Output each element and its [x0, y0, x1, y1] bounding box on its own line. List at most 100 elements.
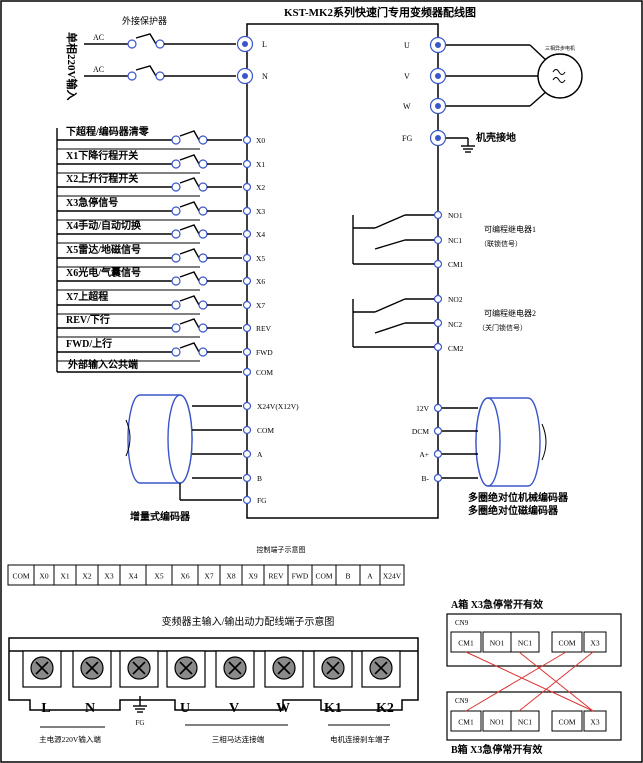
- input-label-fwd: FWD/上行: [66, 337, 112, 350]
- power-terminal-screw-5[interactable]: [264, 650, 304, 688]
- power-terminal-W-label: W: [276, 701, 290, 716]
- relay-2-nc-label: NC2: [448, 320, 462, 329]
- power-terminal-screw-4[interactable]: [215, 650, 255, 688]
- terminal-x3[interactable]: [242, 206, 252, 216]
- terminal-12V[interactable]: [433, 403, 443, 413]
- incremental-encoder-label: 增量式编码器: [130, 510, 191, 523]
- x3-cell-label: X3: [590, 639, 599, 648]
- terminal-fwd[interactable]: [242, 347, 252, 357]
- relay-2-no-label: NO2: [448, 295, 463, 304]
- terminal-CM2[interactable]: [433, 342, 443, 352]
- control-cell-12: FWD: [287, 564, 313, 586]
- terminal-L[interactable]: [236, 35, 254, 53]
- control-cell-16: X24V: [379, 564, 405, 586]
- power-terminal-screw-3[interactable]: [166, 650, 206, 688]
- power-terminal-screw-6[interactable]: [313, 650, 353, 688]
- power-terminal-strip: L N FG U V W K1 K2 主电源220V输入端 三相马达连接端 电机…: [8, 637, 419, 744]
- power-terminal-screw-0[interactable]: [22, 650, 62, 688]
- switch-contact: [198, 206, 208, 216]
- control-cell-label: X3: [104, 572, 113, 581]
- input-row-x7: X7上超程 X7: [57, 290, 265, 315]
- terminal-W-label: W: [403, 102, 411, 111]
- input-label-x6: X6光电/气囊信号: [66, 266, 141, 279]
- power-terminal-screw-1[interactable]: [72, 650, 112, 688]
- terminal-x0[interactable]: [242, 135, 252, 145]
- terminal-W[interactable]: [429, 97, 447, 115]
- terminal-NC1[interactable]: [433, 235, 443, 245]
- power-terminal-screw-2[interactable]: [119, 650, 159, 688]
- terminal-x5[interactable]: [242, 253, 252, 263]
- switch-contact: [171, 276, 181, 286]
- x3-cell-x3: X3: [583, 631, 607, 653]
- terminal-x7[interactable]: [242, 300, 252, 310]
- power-terminal-N-label: N: [85, 701, 95, 716]
- terminal-COM[interactable]: [242, 367, 252, 377]
- terminal-encoder-COM[interactable]: [242, 425, 252, 435]
- input-label-x7: X7上超程: [66, 290, 108, 303]
- x3-cell-no1: NO1: [482, 710, 512, 732]
- terminal-B-minus[interactable]: [433, 473, 443, 483]
- x3-cell-com: COM: [551, 631, 583, 653]
- terminal-encoder-FG[interactable]: [242, 495, 252, 505]
- terminal-B[interactable]: [242, 473, 252, 483]
- control-cell-label: B: [345, 572, 350, 581]
- x3-cell-label: NC1: [518, 718, 532, 727]
- relay-2: NO2 NC2 CM2 可编程继电器2 （关门锁信号）: [352, 294, 536, 353]
- x3-box-a-title: A箱 X3急停常开有效: [451, 598, 544, 611]
- power-terminal-screw-7[interactable]: [361, 650, 401, 688]
- terminal-label-x5: X5: [256, 254, 265, 263]
- terminal-rev[interactable]: [242, 323, 252, 333]
- terminal-NO2[interactable]: [433, 294, 443, 304]
- terminal-A[interactable]: [242, 449, 252, 459]
- x3-cell-nc1: NC1: [510, 710, 540, 732]
- x3-cell-x3: X3: [583, 710, 607, 732]
- abs-terminal-1-label: 12V: [416, 404, 430, 413]
- control-cell-label: X0: [39, 572, 48, 581]
- enc-terminal-4-label: B: [257, 474, 262, 483]
- terminal-X24V[interactable]: [242, 401, 252, 411]
- switch-contact: [198, 135, 208, 145]
- terminal-x4[interactable]: [242, 229, 252, 239]
- terminal-U-label: U: [404, 41, 410, 50]
- terminal-N[interactable]: [236, 67, 254, 85]
- input-label-x4: X4手动/自动切换: [66, 219, 142, 232]
- terminal-NO1[interactable]: [433, 210, 443, 220]
- relay-2-label: 可编程继电器2: [484, 308, 536, 318]
- switch-blade: [179, 154, 200, 165]
- x3-cell-no1: NO1: [482, 631, 512, 653]
- input-common: 外部输入公共端 COM: [57, 358, 273, 377]
- terminal-A-plus[interactable]: [433, 449, 443, 459]
- switch-contact: [198, 347, 208, 357]
- power-terminal-K2-label: K2: [376, 701, 394, 716]
- terminal-x6[interactable]: [242, 276, 252, 286]
- switch-blade: [179, 271, 200, 282]
- control-cell-label: X2: [82, 572, 91, 581]
- power-input-label: 单相220V输入: [65, 32, 79, 100]
- x3-cell-label: CM1: [458, 718, 474, 727]
- terminal-U[interactable]: [429, 36, 447, 54]
- x3-box-b-title: B箱 X3急停常开有效: [451, 743, 543, 756]
- terminal-label-x7: X7: [256, 301, 265, 310]
- terminal-V[interactable]: [429, 67, 447, 85]
- x3-cell-com: COM: [551, 710, 583, 732]
- terminal-x1[interactable]: [242, 159, 252, 169]
- control-cell-label: X6: [180, 572, 189, 581]
- relay-1-label: 可编程继电器1: [484, 224, 536, 234]
- terminal-CM1[interactable]: [433, 259, 443, 269]
- terminal-x2[interactable]: [242, 182, 252, 192]
- diagram-title: KST-MK2系列快速门专用变频器配线图: [284, 5, 476, 19]
- terminal-DCM[interactable]: [433, 426, 443, 436]
- x3-cell-label: X3: [590, 718, 599, 727]
- input-common-label: 外部输入公共端: [67, 358, 138, 371]
- motor: 三相异步电机: [537, 45, 583, 99]
- switch-contact: [171, 206, 181, 216]
- terminal-FG[interactable]: [429, 129, 447, 147]
- terminal-NC2[interactable]: [433, 318, 443, 328]
